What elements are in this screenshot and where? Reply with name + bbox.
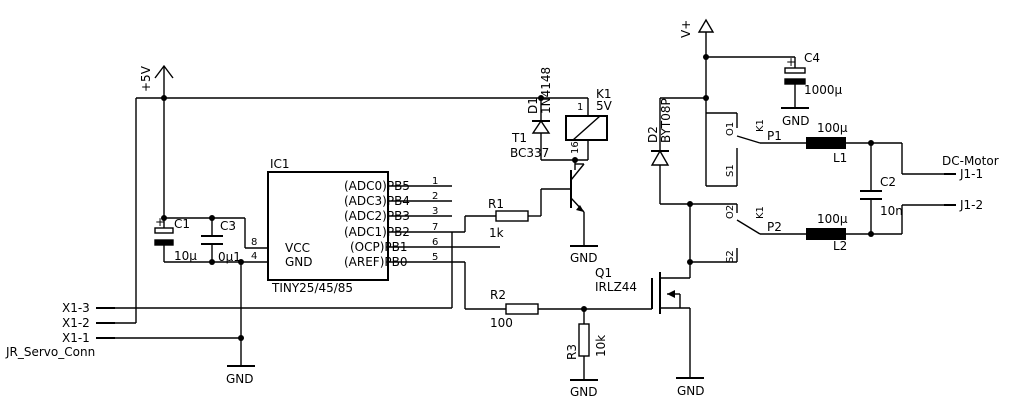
j1-title: DC-Motor <box>942 154 999 168</box>
r2: R2 100 <box>490 288 539 330</box>
ic1-pin-pb3-label: (ADC2)PB3 <box>344 209 410 223</box>
ic1-pin-7-num: 7 <box>432 222 438 233</box>
k1-s2: S2 <box>725 250 736 263</box>
ic1-pin-3-num: 3 <box>432 206 438 217</box>
j1-pin-1: J1-1 <box>959 167 983 181</box>
k1-pin-16: 16 <box>570 141 581 154</box>
gnd-label-t1: GND <box>570 251 598 265</box>
k1-contacts: O1 K1 P1 S1 O2 K1 P2 S2 <box>690 112 806 263</box>
k1-s1: S1 <box>725 164 736 177</box>
ic1-pin-pb5-label: (ADC0)PB5 <box>344 179 410 193</box>
ic1-pin-1-num: 1 <box>432 176 438 187</box>
k1-coil: K1 5V 1 16 <box>565 87 613 154</box>
l1-name: L1 <box>833 151 847 165</box>
connector-x1: X1-3 X1-2 X1-1 JR_Servo_Conn <box>5 301 115 359</box>
c2-name: C2 <box>880 175 896 189</box>
r3-name: R3 <box>565 344 579 360</box>
t1: T1 BC337 <box>510 131 585 213</box>
gnd-label-q1: GND <box>677 384 705 398</box>
c1: + C1 10µ <box>154 215 197 263</box>
ic1-pin-2-num: 2 <box>432 191 438 202</box>
d2: D2 BYT08P <box>646 98 673 166</box>
r1-value: 1k <box>489 226 504 240</box>
c4: + C4 1000µ <box>784 51 843 97</box>
c3-value: 0µ1 <box>218 250 241 264</box>
c3: C3 0µ1 <box>201 219 241 264</box>
c2: C2 10n <box>860 175 903 218</box>
l1: 100µ L1 <box>806 121 848 165</box>
ic1: IC1 TINY25/45/85 8 4 VCC GND (ADC0)PB5 (… <box>245 157 500 295</box>
k1-o2: O2 <box>725 205 736 219</box>
vplus-supply: V+ <box>679 18 715 38</box>
r2-value: 100 <box>490 316 513 330</box>
q1: Q1 IRLZ44 <box>595 266 690 314</box>
d1-name: D1 <box>526 97 540 114</box>
r1-name: R1 <box>488 197 504 211</box>
x1-pin-1: X1-1 <box>62 331 90 345</box>
gnd-label-c4: GND <box>782 114 810 128</box>
k1-p2: P2 <box>767 220 782 234</box>
r2-name: R2 <box>490 288 506 302</box>
ic1-pin-vcc-label: VCC <box>285 241 310 255</box>
d1: D1 1N4148 <box>526 67 553 134</box>
k1-o1: O1 <box>725 122 736 136</box>
c1-value: 10µ <box>174 249 197 263</box>
d2-value: BYT08P <box>659 98 673 143</box>
ic1-pin-pb0-label: (AREF)PB0 <box>344 255 408 269</box>
x1-label: JR_Servo_Conn <box>5 345 95 359</box>
l2-name: L2 <box>833 239 847 253</box>
vplus-label: V+ <box>679 20 693 38</box>
q1-name: Q1 <box>595 266 612 280</box>
d1-value: 1N4148 <box>539 67 553 114</box>
ic1-pin-pb4-label: (ADC3)PB4 <box>344 194 410 208</box>
ic1-pin-gnd-label: GND <box>285 255 313 269</box>
j1-pin-2: J1-2 <box>959 198 983 212</box>
plus5v-label: +5V <box>139 65 153 92</box>
k1-name: K1 <box>596 87 612 101</box>
r3-value: 10k <box>594 335 608 357</box>
c3-name: C3 <box>220 219 236 233</box>
q1-value: IRLZ44 <box>595 280 637 294</box>
k1-name-contact2: K1 <box>755 206 766 219</box>
c4-name: C4 <box>804 51 820 65</box>
ic1-pin-4-num: 4 <box>251 251 257 262</box>
l2: 100µ L2 <box>806 212 848 253</box>
plus5v-supply: +5V <box>139 64 174 98</box>
t1-name: T1 <box>511 131 527 145</box>
r3: R3 10k <box>565 323 608 360</box>
c1-plus-sign: + <box>155 215 165 229</box>
ic1-body <box>267 171 389 281</box>
k1-name-contact1: K1 <box>755 119 766 132</box>
gnd-label-r3: GND <box>570 385 598 399</box>
d2-name: D2 <box>646 126 660 143</box>
l1-value: 100µ <box>817 121 848 135</box>
k1-value: 5V <box>596 99 613 113</box>
c4-value: 1000µ <box>804 83 843 97</box>
c2-value: 10n <box>880 204 903 218</box>
c4-plus-sign: + <box>786 55 796 69</box>
x1-pin-2: X1-2 <box>62 316 90 330</box>
vplus-arrow-icon <box>697 18 715 33</box>
ic1-part: TINY25/45/85 <box>271 281 353 295</box>
l2-value: 100µ <box>817 212 848 226</box>
ic1-pin-6-num: 6 <box>432 237 438 248</box>
connector-j1: DC-Motor J1-1 J1-2 <box>942 154 999 212</box>
ic1-pin-5-num: 5 <box>432 252 438 263</box>
gnd-label-ic1: GND <box>226 372 254 386</box>
ic1-pin-pb2-label: (ADC1)PB2 <box>344 225 410 239</box>
ic1-pin-8-num: 8 <box>251 237 257 248</box>
k1-pin-1: 1 <box>577 102 583 113</box>
c1-name: C1 <box>174 217 190 231</box>
t1-value: BC337 <box>510 146 549 160</box>
k1-p1: P1 <box>767 129 782 143</box>
ic1-pin-pb1-label: (OCP)PB1 <box>350 240 408 254</box>
x1-pin-3: X1-3 <box>62 301 90 315</box>
ic1-name: IC1 <box>270 157 290 171</box>
r1: R1 1k <box>488 197 529 240</box>
